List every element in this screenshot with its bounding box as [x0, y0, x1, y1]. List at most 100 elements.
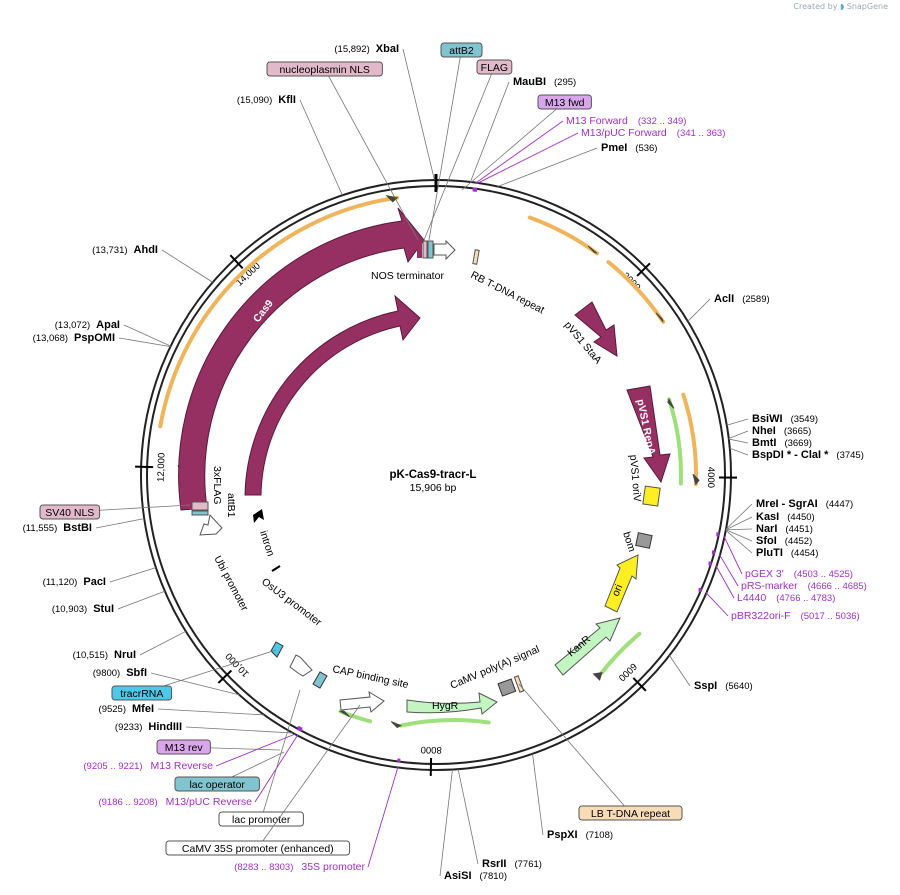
- pvs1-oriv-box[interactable]: [642, 485, 661, 507]
- flag-box[interactable]: [422, 240, 428, 259]
- primer-m13-puc-forward[interactable]: M13/pUC Forward(341 .. 363): [581, 127, 725, 139]
- site-hindiii[interactable]: (9233)HindIII: [115, 721, 182, 733]
- orf-green-pvs1[interactable]: [667, 397, 683, 486]
- nos-terminator-label: NOS terminator: [371, 270, 444, 282]
- primer-mark: [708, 561, 712, 566]
- tracrrna-box[interactable]: [270, 641, 284, 658]
- feature-box-nucleoplasmin-nls[interactable]: [266, 61, 383, 77]
- hygr-arrow[interactable]: [406, 692, 498, 715]
- tick-mark: [636, 262, 651, 277]
- attb1-box[interactable]: [191, 510, 209, 516]
- feature-box-sv40-nls[interactable]: [39, 504, 101, 520]
- ori-arrow[interactable]: [604, 554, 639, 613]
- site-bsiwi[interactable]: BsiWI(3549): [752, 413, 818, 425]
- primer-35s-promoter[interactable]: (8283 .. 8303)35S promoter: [234, 861, 365, 873]
- attb2-box[interactable]: [427, 240, 434, 259]
- site-maubi[interactable]: MauBI(295): [513, 76, 576, 88]
- primer-mark: [716, 532, 720, 537]
- nucleoplasmin-nls-box[interactable]: [417, 241, 422, 258]
- site-stui[interactable]: (10,903)StuI: [52, 603, 114, 615]
- orf-green-kan[interactable]: [599, 631, 642, 675]
- site-paci[interactable]: (11,120)PacI: [43, 576, 106, 588]
- site-leader: [725, 503, 753, 530]
- callout-layer: (15,892)XbaI (15,090)KflI (13,731)AhdI (13,…: [23, 42, 867, 882]
- camv-polya-box[interactable]: [497, 678, 517, 697]
- ubi-promoter-arrow[interactable]: [199, 513, 223, 536]
- kanr-arrow[interactable]: [554, 617, 621, 676]
- pvs1-repa-arrow[interactable]: [626, 385, 671, 484]
- site-mfei[interactable]: (9525)MfeI: [99, 703, 154, 715]
- site-pspomi[interactable]: (13,068)PspOMI: [33, 332, 115, 344]
- cas9-outer-arrow[interactable]: [178, 207, 425, 511]
- feature-label-camv-35s-promoter-enhanced: CaMV 35S promoter (enhanced): [182, 843, 334, 855]
- site-mrei-sgrai[interactable]: MreI - SgrAI(4447): [756, 498, 853, 510]
- feature-box-flag[interactable]: [476, 59, 513, 75]
- site-sbfi[interactable]: (9800)SbfI: [93, 667, 147, 679]
- intron-mark: [271, 565, 281, 572]
- site-nari[interactable]: NarI(4451): [756, 523, 813, 535]
- site-leader: [439, 769, 453, 877]
- site-leader: [470, 81, 510, 183]
- site-nhei[interactable]: NheI(3665): [752, 425, 811, 437]
- feature-box-m13-rev[interactable]: [156, 739, 211, 755]
- intron-arrow[interactable]: [253, 509, 264, 523]
- orf-orange-4000-head: [692, 473, 700, 486]
- site-pspxi[interactable]: PspXI(7108): [547, 829, 613, 841]
- site-kfli[interactable]: (15,090)KflI: [237, 94, 296, 106]
- cas9-inner-arrow[interactable]: [244, 294, 421, 496]
- site-bspdi-clai[interactable]: BspDI * - ClaI *(3745): [752, 449, 864, 461]
- rb-tdna-box[interactable]: [472, 249, 480, 265]
- orf-green-hyg[interactable]: [398, 718, 491, 728]
- site-sspi[interactable]: SspI(5640): [694, 680, 753, 692]
- site-xbai[interactable]: (15,892)XbaI: [334, 43, 399, 55]
- feature-label-flag: FLAG: [481, 62, 508, 74]
- pvs1-staa-arrow[interactable]: [574, 301, 618, 357]
- nos-terminator-arrow[interactable]: [433, 239, 456, 261]
- site-acli[interactable]: AclI(2589): [714, 293, 770, 305]
- intron-label: intron: [257, 529, 277, 558]
- feature-box-attb2[interactable]: [440, 42, 483, 58]
- primer-leader: [476, 132, 579, 185]
- site-pmei[interactable]: PmeI(536): [601, 142, 657, 154]
- primer-pbr322ori-f[interactable]: pBR322ori-F(5017 .. 5036): [731, 610, 860, 622]
- site-rsrii[interactable]: RsrII(7761): [482, 858, 542, 870]
- feature-leader: [324, 68, 419, 241]
- site-sfoi[interactable]: SfoI(4452): [756, 535, 812, 547]
- site-bstbi[interactable]: (11,555)BstBI: [23, 522, 92, 534]
- feature-box-lac-promoter[interactable]: [218, 811, 304, 827]
- lac-operator-box[interactable]: [312, 671, 328, 689]
- primer-m13-reverse[interactable]: (9205 .. 9221)M13 Reverse: [83, 760, 213, 772]
- feature-leader: [257, 704, 361, 849]
- site-bmti[interactable]: BmtI(3669): [752, 437, 812, 449]
- primer-m13-puc-reverse[interactable]: (9186 .. 9208)M13/pUC Reverse: [98, 796, 252, 808]
- site-kasi[interactable]: KasI(4450): [756, 511, 815, 523]
- feature-box-camv-35s-promoter-enhanced[interactable]: [165, 840, 351, 856]
- feature-box-lb-t-dna-repeat[interactable]: [578, 805, 683, 821]
- orf-orange-outer[interactable]: [158, 195, 400, 429]
- orf-orange-top-head: [587, 245, 598, 254]
- primer-leader: [715, 565, 735, 599]
- feature-box-lac-operator[interactable]: [174, 776, 260, 792]
- site-ahdi[interactable]: (13,731)AhdI: [92, 244, 158, 256]
- site-nrui[interactable]: (10,515)NruI: [73, 649, 136, 661]
- site-asisi[interactable]: AsiSI(7810): [444, 870, 507, 882]
- cap-binding-arrow[interactable]: [339, 690, 385, 713]
- orf-orange-4000[interactable]: [681, 392, 698, 487]
- primer-pgex-3[interactable]: pGEX 3'(4503 .. 4525): [745, 568, 853, 580]
- site-pluti[interactable]: PluTI(4454): [756, 547, 818, 559]
- flag3x-box[interactable]: [191, 501, 209, 511]
- primer-leader: [215, 733, 297, 767]
- primer-leader: [718, 553, 739, 587]
- site-leader: [728, 430, 749, 439]
- feature-box-tracrrna[interactable]: [111, 685, 173, 701]
- bom-box[interactable]: [635, 532, 653, 549]
- plasmid-size: 15,906 bp: [410, 482, 457, 494]
- primer-l4440[interactable]: L4440(4766 .. 4783): [737, 592, 835, 604]
- primer-m13-forward[interactable]: M13 Forward(332 .. 349): [566, 115, 686, 127]
- site-apai[interactable]: (13,072)ApaI: [55, 319, 120, 331]
- primer-prs-marker[interactable]: pRS-marker(4666 .. 4685): [741, 580, 867, 592]
- feature-box-m13-fwd[interactable]: [537, 94, 592, 110]
- osu3-promoter-arrow[interactable]: [289, 654, 313, 677]
- orf-orange-top[interactable]: [527, 215, 600, 256]
